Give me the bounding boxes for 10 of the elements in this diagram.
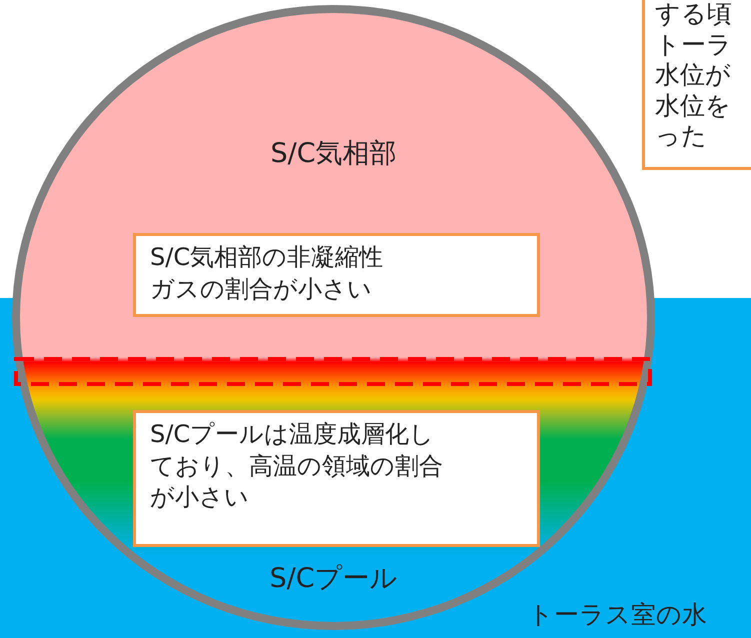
- callout-box: [133, 410, 540, 547]
- region-label: S/Cプール: [268, 562, 399, 596]
- callout-text: S/Cプールは温度成層化しており、高温の領域の割合が小さい: [150, 419, 444, 514]
- dashed-region-outline: [13, 356, 653, 386]
- callout-text: S/C気相部の非凝縮性ガスの割合が小さい: [150, 242, 384, 305]
- note-text: する頃トーラ水位が水位をった: [655, 0, 733, 152]
- water-label: トーラス室の水: [528, 599, 707, 631]
- region-label: S/C気相部: [269, 137, 398, 171]
- note-box: [642, 0, 751, 170]
- callout-box: [133, 233, 540, 317]
